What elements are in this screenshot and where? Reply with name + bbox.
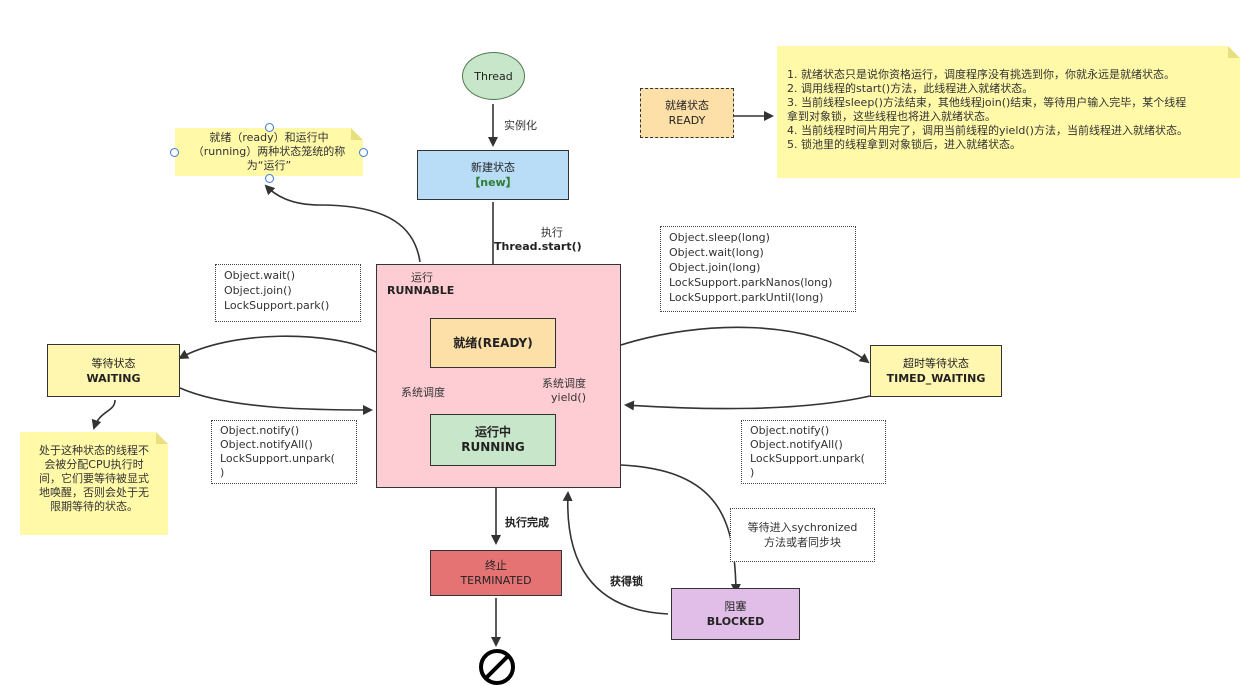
ready-note-line: 5. 锁池里的线程拿到对象锁后，进入就绪状态。: [787, 138, 1021, 151]
blocked-title: 阻塞: [724, 600, 747, 613]
timed-call: LockSupport.parkNanos(long): [669, 276, 833, 289]
timed-name: TIMED_WAITING: [886, 372, 986, 385]
ready-note-line: 3. 当前线程sleep()方法结束，其他线程join()结束，等待用户输入完毕…: [787, 96, 1187, 109]
ready-label: 就绪(READY): [453, 335, 533, 350]
note-fold: [351, 128, 363, 140]
wakeup-call: ): [750, 466, 755, 479]
end-symbol: [479, 649, 515, 685]
blocked-name: BLOCKED: [706, 615, 765, 628]
ready-node: 就绪(READY): [430, 318, 556, 368]
running-note-line: （running）两种状态笼统的称: [192, 145, 346, 158]
wakeup-call: Object.notify(): [750, 424, 830, 437]
ready-note-line: 拿到对象锁，这些线程也将进入就绪状态。: [787, 110, 996, 123]
waiting-note-line: 限期等待的状态。: [50, 500, 138, 513]
blocked-note-line1: 等待进入sychronized: [747, 521, 858, 534]
waiting-note: 处于这种状态的线程不 会被分配CPU执行时 间，它们要等待被显式 地唤醒，否则会…: [20, 432, 168, 535]
edge-runnable-waiting: [178, 335, 377, 359]
acquire-lock-label: 获得锁: [610, 575, 643, 588]
wakeup-call: LockSupport.unpark(: [750, 452, 865, 465]
ready-legend-name: READY: [668, 114, 706, 127]
timed-wakeup-box: Object.notify() Object.notifyAll() LockS…: [741, 420, 886, 484]
new-state-node: 新建状态 【new】: [417, 150, 569, 200]
resize-handle-bottom[interactable]: [265, 174, 274, 183]
wait-calls-box: Object.wait() Object.join() LockSupport.…: [215, 264, 361, 322]
ready-legend-title: 就绪状态: [665, 99, 709, 112]
waiting-name: WAITING: [86, 371, 141, 385]
terminated-title: 终止: [485, 559, 507, 572]
start-label-line1: 执行: [540, 226, 563, 239]
thread-node: Thread: [462, 52, 525, 100]
edge-runnable-note: [264, 184, 421, 263]
waiting-note-line: 地唤醒，否则会处于无: [39, 486, 149, 499]
blocked-node: 阻塞 BLOCKED: [671, 588, 800, 640]
sched-right-label: 系统调度 yield(): [542, 375, 586, 404]
sched-right-line1: 系统调度: [542, 377, 586, 390]
running-node: 运行中 RUNNING: [430, 414, 556, 466]
wait-call: LockSupport.park(): [224, 299, 330, 312]
ready-note-line: 2. 调用线程的start()方法，此线程进入就绪状态。: [787, 82, 1034, 95]
running-name: RUNNING: [461, 440, 525, 454]
edge-runnable-timed: [620, 326, 870, 364]
wait-call: Object.wait(): [224, 269, 296, 282]
terminated-name: TERMINATED: [460, 574, 532, 587]
ready-notes: 1. 就绪状态只是说你资格运行，调度程序没有挑选到你，你就永远是就绪状态。 2.…: [777, 46, 1240, 178]
waiting-note-line: 会被分配CPU执行时: [44, 458, 144, 471]
waiting-title: 等待状态: [91, 356, 136, 370]
wait-call: Object.join(): [224, 284, 292, 297]
runnable-node: 运行 RUNNABLE: [376, 264, 621, 488]
instantiate-label: 实例化: [504, 119, 537, 132]
waiting-note-line: 处于这种状态的线程不: [39, 444, 149, 457]
wait-wakeup-box: Object.notify() Object.notifyAll() LockS…: [211, 420, 357, 484]
timed-calls-box: Object.sleep(long) Object.wait(long) Obj…: [660, 226, 856, 312]
resize-handle-right[interactable]: [359, 148, 368, 157]
running-title: 运行中: [474, 425, 511, 439]
edge-waiting-runnable: [179, 387, 373, 415]
start-label-line2: Thread.start(): [494, 240, 582, 253]
ready-legend-node: 就绪状态 READY: [640, 88, 734, 138]
running-note-line: 为“运行”: [246, 159, 292, 172]
edge-waiting-note: [91, 399, 116, 430]
resize-handle-top[interactable]: [265, 123, 274, 132]
blocked-note: 等待进入sychronized 方法或者同步块: [730, 508, 875, 562]
ready-note-line: 1. 就绪状态只是说你资格运行，调度程序没有挑选到你，你就永远是就绪状态。: [787, 68, 1175, 81]
running-note-line: 就绪（ready）和运行中: [209, 131, 329, 144]
edge-runnable-blocked: [620, 464, 741, 594]
waiting-node: 等待状态 WAITING: [47, 344, 180, 397]
new-state-title: 新建状态: [471, 161, 515, 174]
wakeup-call: Object.notifyAll(): [220, 438, 313, 451]
ready-note-line: 4. 当前线程时间片用完了，调用当前线程的yield()方法，当前线程进入就绪状…: [787, 124, 1188, 137]
finish-label: 执行完成: [505, 516, 549, 529]
runnable-name: RUNNABLE: [387, 284, 455, 297]
thread-label: Thread: [474, 69, 513, 83]
running-note: 就绪（ready）和运行中 （running）两种状态笼统的称 为“运行”: [175, 128, 363, 176]
timed-call: Object.sleep(long): [669, 231, 770, 244]
sched-right-line2: yield(): [551, 391, 586, 404]
edge-blocked-runnable: [562, 491, 669, 615]
wakeup-call: LockSupport.unpark(: [220, 452, 335, 465]
new-state-tag: 【new】: [469, 176, 517, 189]
sched-left-label: 系统调度: [401, 386, 445, 399]
timed-waiting-node: 超时等待状态 TIMED_WAITING: [870, 345, 1002, 397]
edge-timed-runnable: [624, 395, 871, 411]
timed-call: LockSupport.parkUntil(long): [669, 291, 824, 304]
timed-call: Object.wait(long): [669, 246, 764, 259]
runnable-title: 运行: [411, 271, 433, 284]
blocked-note-line2: 方法或者同步块: [764, 536, 841, 549]
wakeup-call: Object.notify(): [220, 424, 300, 437]
resize-handle-left[interactable]: [170, 148, 179, 157]
note-fold: [156, 432, 168, 444]
start-label: 执行 Thread.start(): [494, 224, 582, 253]
note-fold: [1228, 46, 1240, 58]
timed-title: 超时等待状态: [903, 357, 969, 370]
wakeup-call: Object.notifyAll(): [750, 438, 843, 451]
wakeup-call: ): [220, 466, 225, 479]
terminated-node: 终止 TERMINATED: [430, 550, 562, 596]
waiting-note-line: 间，它们要等待被显式: [39, 472, 149, 485]
timed-call: Object.join(long): [669, 261, 761, 274]
